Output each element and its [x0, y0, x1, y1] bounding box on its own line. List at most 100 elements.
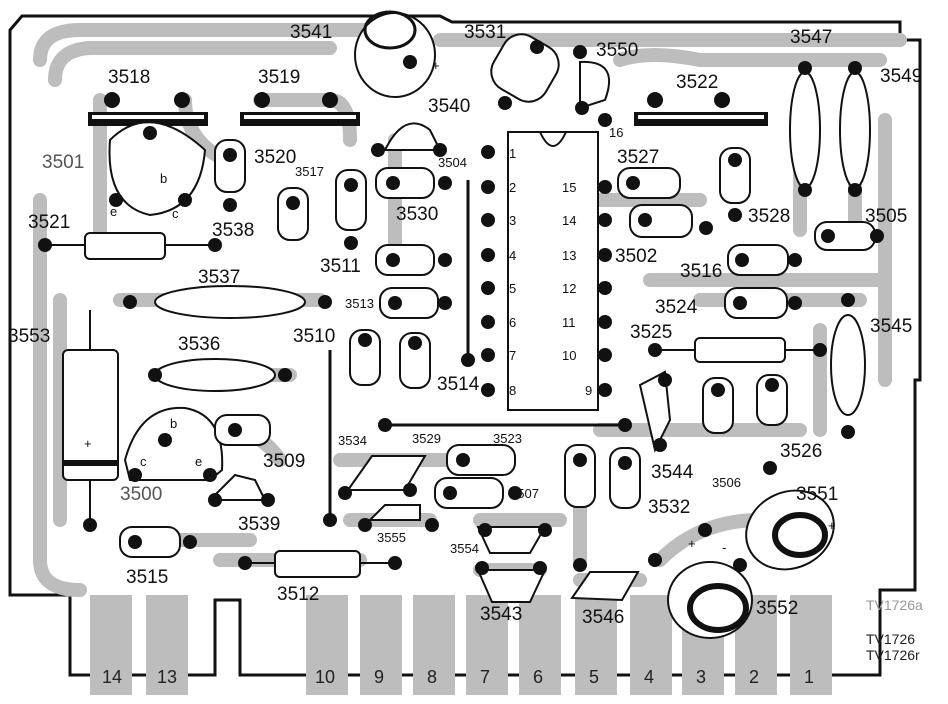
label-3531: 3531 — [464, 22, 506, 43]
capacitor-3551: + — [745, 489, 836, 571]
label-3521: 3521 — [28, 212, 70, 233]
resistor-3525 — [648, 337, 827, 363]
label-3515: 3515 — [126, 567, 168, 588]
resistor-3536 — [148, 358, 292, 392]
plus-sign-3552: + — [688, 536, 696, 551]
ic-3504: 1 2 3 4 5 6 7 8 16 15 14 13 12 11 10 9 — [481, 113, 623, 411]
finger-5: 5 — [589, 667, 599, 687]
label-3552: 3552 — [756, 598, 798, 619]
label-3505: 3505 — [865, 206, 907, 227]
label-3534: 3534 — [338, 433, 367, 448]
resistor-3547 — [789, 61, 821, 197]
pin-b: b — [160, 171, 167, 186]
transistor-3500: b c e — [123, 406, 224, 482]
label-3523: 3523 — [493, 431, 522, 446]
label-3511: 3511 — [320, 256, 361, 277]
plus-sign-3541: + — [432, 58, 440, 73]
label-3524: 3524 — [655, 297, 698, 318]
ic-pin-1: 1 — [509, 146, 516, 161]
label-3541: 3541 — [290, 22, 332, 43]
label-3509: 3509 — [263, 451, 305, 472]
finger-7: 7 — [480, 667, 490, 687]
label-3539: 3539 — [238, 514, 280, 535]
pin-c-3500: c — [140, 454, 147, 469]
label-3528: 3528 — [748, 206, 790, 227]
finger-10: 10 — [315, 667, 335, 687]
label-3516: 3516 — [680, 261, 722, 282]
label-3532: 3532 — [648, 497, 690, 518]
capacitor-3519 — [240, 92, 360, 126]
ic-pin-13: 13 — [562, 248, 576, 263]
ic-pin-2: 2 — [509, 180, 516, 195]
ic-pin-7: 7 — [509, 348, 516, 363]
capacitor-3552: + - — [667, 523, 753, 639]
misc-shapes — [207, 45, 777, 603]
resistor-3537 — [123, 285, 332, 319]
ic-pin-11: 11 — [562, 315, 576, 330]
label-3512: 3512 — [277, 584, 319, 605]
label-3540: 3540 — [428, 96, 470, 117]
jumper-wires — [323, 180, 632, 527]
finger-2: 2 — [749, 667, 759, 687]
ic-pin-9: 9 — [585, 383, 592, 398]
label-3526: 3526 — [780, 441, 822, 462]
finger-3: 3 — [696, 667, 706, 687]
board-code-r: TV1726r — [866, 647, 920, 663]
label-3518: 3518 — [108, 67, 150, 88]
label-3537: 3537 — [198, 267, 240, 288]
pin-e-3500: e — [195, 454, 202, 469]
finger-9: 9 — [374, 667, 384, 687]
label-3525: 3525 — [630, 322, 672, 343]
transistor-3501: b e c — [108, 121, 207, 221]
pin-b-3500: b — [170, 416, 177, 431]
resistor-3521 — [38, 232, 222, 260]
finger-4: 4 — [644, 667, 654, 687]
label-3500: 3500 — [120, 484, 162, 505]
label-3536: 3536 — [178, 334, 220, 355]
ic-pin-16: 16 — [609, 125, 623, 140]
reference-labels: 3541 3531 3550 3547 3549 3518 3519 3522 … — [8, 22, 922, 628]
small-components — [119, 33, 884, 558]
label-3517: 3517 — [295, 164, 324, 179]
label-3546: 3546 — [582, 607, 624, 628]
plus-sign-3551: + — [828, 518, 836, 533]
label-3501: 3501 — [42, 152, 84, 173]
plus-sign-3553: + — [84, 436, 92, 451]
label-3513: 3513 — [345, 296, 374, 311]
label-3551: 3551 — [796, 484, 838, 505]
label-3529: 3529 — [412, 431, 441, 446]
label-3506: 3506 — [712, 475, 741, 490]
label-3550: 3550 — [596, 40, 638, 61]
capacitor-3553: + — [62, 310, 119, 532]
label-3554: 3554 — [450, 541, 479, 556]
label-3504: 3504 — [438, 155, 467, 170]
ic-pin-14: 14 — [562, 213, 576, 228]
label-3520: 3520 — [254, 147, 296, 168]
label-3549: 3549 — [880, 66, 922, 87]
ic-pin-6: 6 — [509, 315, 516, 330]
capacitor-3518 — [88, 92, 208, 126]
label-3547: 3547 — [790, 27, 832, 48]
resistor-3512 — [238, 550, 402, 578]
resistor-3545 — [830, 293, 866, 439]
pin-c: c — [172, 206, 179, 221]
label-3522: 3522 — [676, 72, 718, 93]
label-3530: 3530 — [396, 204, 438, 225]
resistor-3549 — [839, 61, 871, 197]
label-3555: 3555 — [377, 530, 406, 545]
finger-6: 6 — [533, 667, 543, 687]
ic-pin-10: 10 — [562, 348, 576, 363]
pin-e: e — [110, 204, 117, 219]
label-3510: 3510 — [293, 326, 335, 347]
ic-pin-8: 8 — [509, 383, 516, 398]
board-code-main: TV1726 — [866, 631, 915, 647]
finger-14: 14 — [102, 667, 122, 687]
label-3519: 3519 — [258, 67, 300, 88]
label-3502: 3502 — [615, 246, 657, 267]
label-3544: 3544 — [651, 462, 694, 483]
label-3538: 3538 — [212, 220, 254, 241]
finger-8: 8 — [427, 667, 437, 687]
label-3553: 3553 — [8, 326, 50, 347]
finger-13: 13 — [157, 667, 177, 687]
